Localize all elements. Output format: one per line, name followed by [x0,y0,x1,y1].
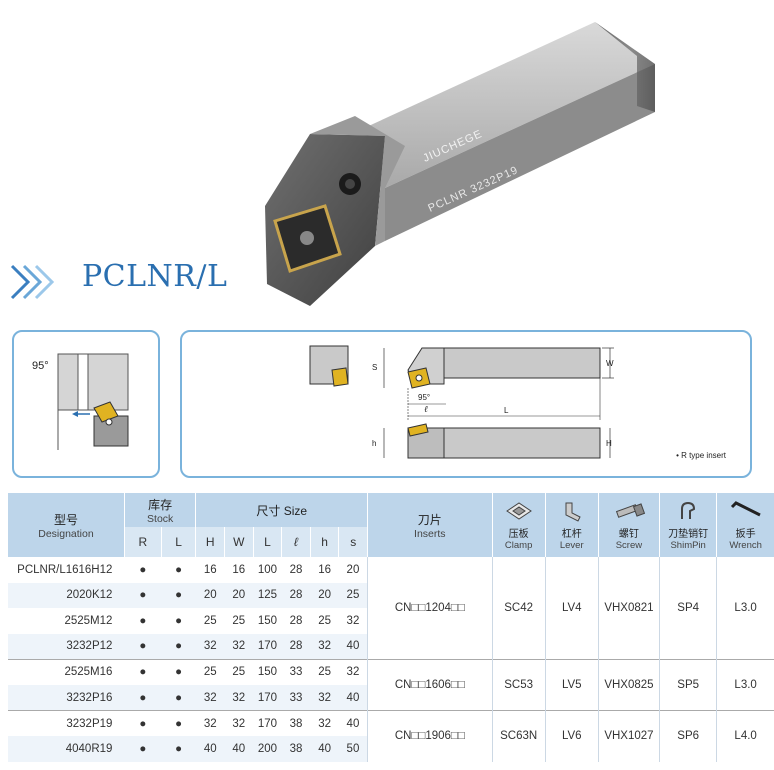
lever-cell: LV5 [544,658,599,711]
dim-s-label: S [372,363,377,372]
subcol-l-stock: L [160,527,196,557]
col-screw: 螺钉 Screw [597,493,660,557]
wrench-cell: L3.0 [716,557,774,660]
table-row: PCLNR/L1616H12 ● ● 16 16 100 28 16 20 CN… [8,557,774,660]
subcol-s: s [338,527,368,557]
r-type-note: • R type insert [676,451,726,460]
screw-cell: VHX0821 [597,557,660,660]
dimension-diagram-box: W S 95° ℓ L h H • R type insert [180,330,752,478]
clamp-cell: SC63N [491,710,546,762]
table-row: 2525M12 ● ● 25 25 150 28 25 32 [64,614,360,627]
wrench-cell: L3.0 [716,658,774,711]
product-photo: JIUCHEGE PCLNR 3232P19 [265,22,655,306]
shim-pin-cell: SP4 [659,557,717,660]
col-size: 尺寸 Size [195,493,368,527]
subcol-W: W [224,527,254,557]
dim-ell-label: ℓ [424,405,428,415]
col-lever: 杠杆 Lever [544,493,599,557]
subcol-L: L [252,527,282,557]
insert-cell: CN□□1204□□ [367,557,493,660]
table-row: 3232P19 ● ● 32 32 170 38 32 40 CN□□1906□… [8,710,774,762]
screw-icon [615,503,646,518]
angle-diagram-box: 95° [12,330,160,478]
table-row: 2525M16 ● ● 25 25 150 33 25 32 CN□□1606□… [8,658,774,711]
lever-icon [565,502,581,522]
clamp-icon [505,502,532,520]
dim-H-label: H [606,439,612,448]
dim-h-label: h [372,439,376,448]
shim-pin-icon [681,501,696,519]
insert-cell: CN□□1906□□ [367,710,493,762]
angle-large-label: 95° [418,393,430,402]
clamp-cell: SC42 [491,557,546,660]
clamp-cell: SC53 [491,658,546,711]
dim-w-label: W [606,359,614,368]
spec-table: 型号 Designation 库存 Stock 尺寸 Size 刀片 Inser… [8,493,774,762]
lever-cell: LV6 [544,710,599,762]
col-clamp: 压板 Clamp [491,493,546,557]
product-title: PCLNR/L [82,259,228,294]
subcol-ell: ℓ [281,527,311,557]
wrench-cell: L4.0 [716,710,774,762]
wrench-icon [730,501,761,517]
subcol-h: h [309,527,339,557]
subcol-H: H [195,527,225,557]
col-designation: 型号 Designation [8,493,125,557]
screw-cell: VHX1027 [597,710,660,762]
subcol-r: R [123,527,162,557]
angle-small-label: 95° [32,360,49,372]
col-wrench: 扳手 Wrench [716,493,774,557]
lever-cell: LV4 [544,557,599,660]
col-shim-pin: 刀垫销钉 ShimPin [659,493,717,557]
shim-pin-cell: SP6 [659,710,717,762]
col-stock: 库存 Stock [123,493,196,527]
dim-l-label: L [504,406,509,415]
screw-cell: VHX0825 [597,658,660,711]
shim-pin-cell: SP5 [659,658,717,711]
col-inserts: 刀片 Inserts [367,493,493,557]
double-chevron-icon [10,264,55,300]
insert-cell: CN□□1606□□ [367,658,493,711]
